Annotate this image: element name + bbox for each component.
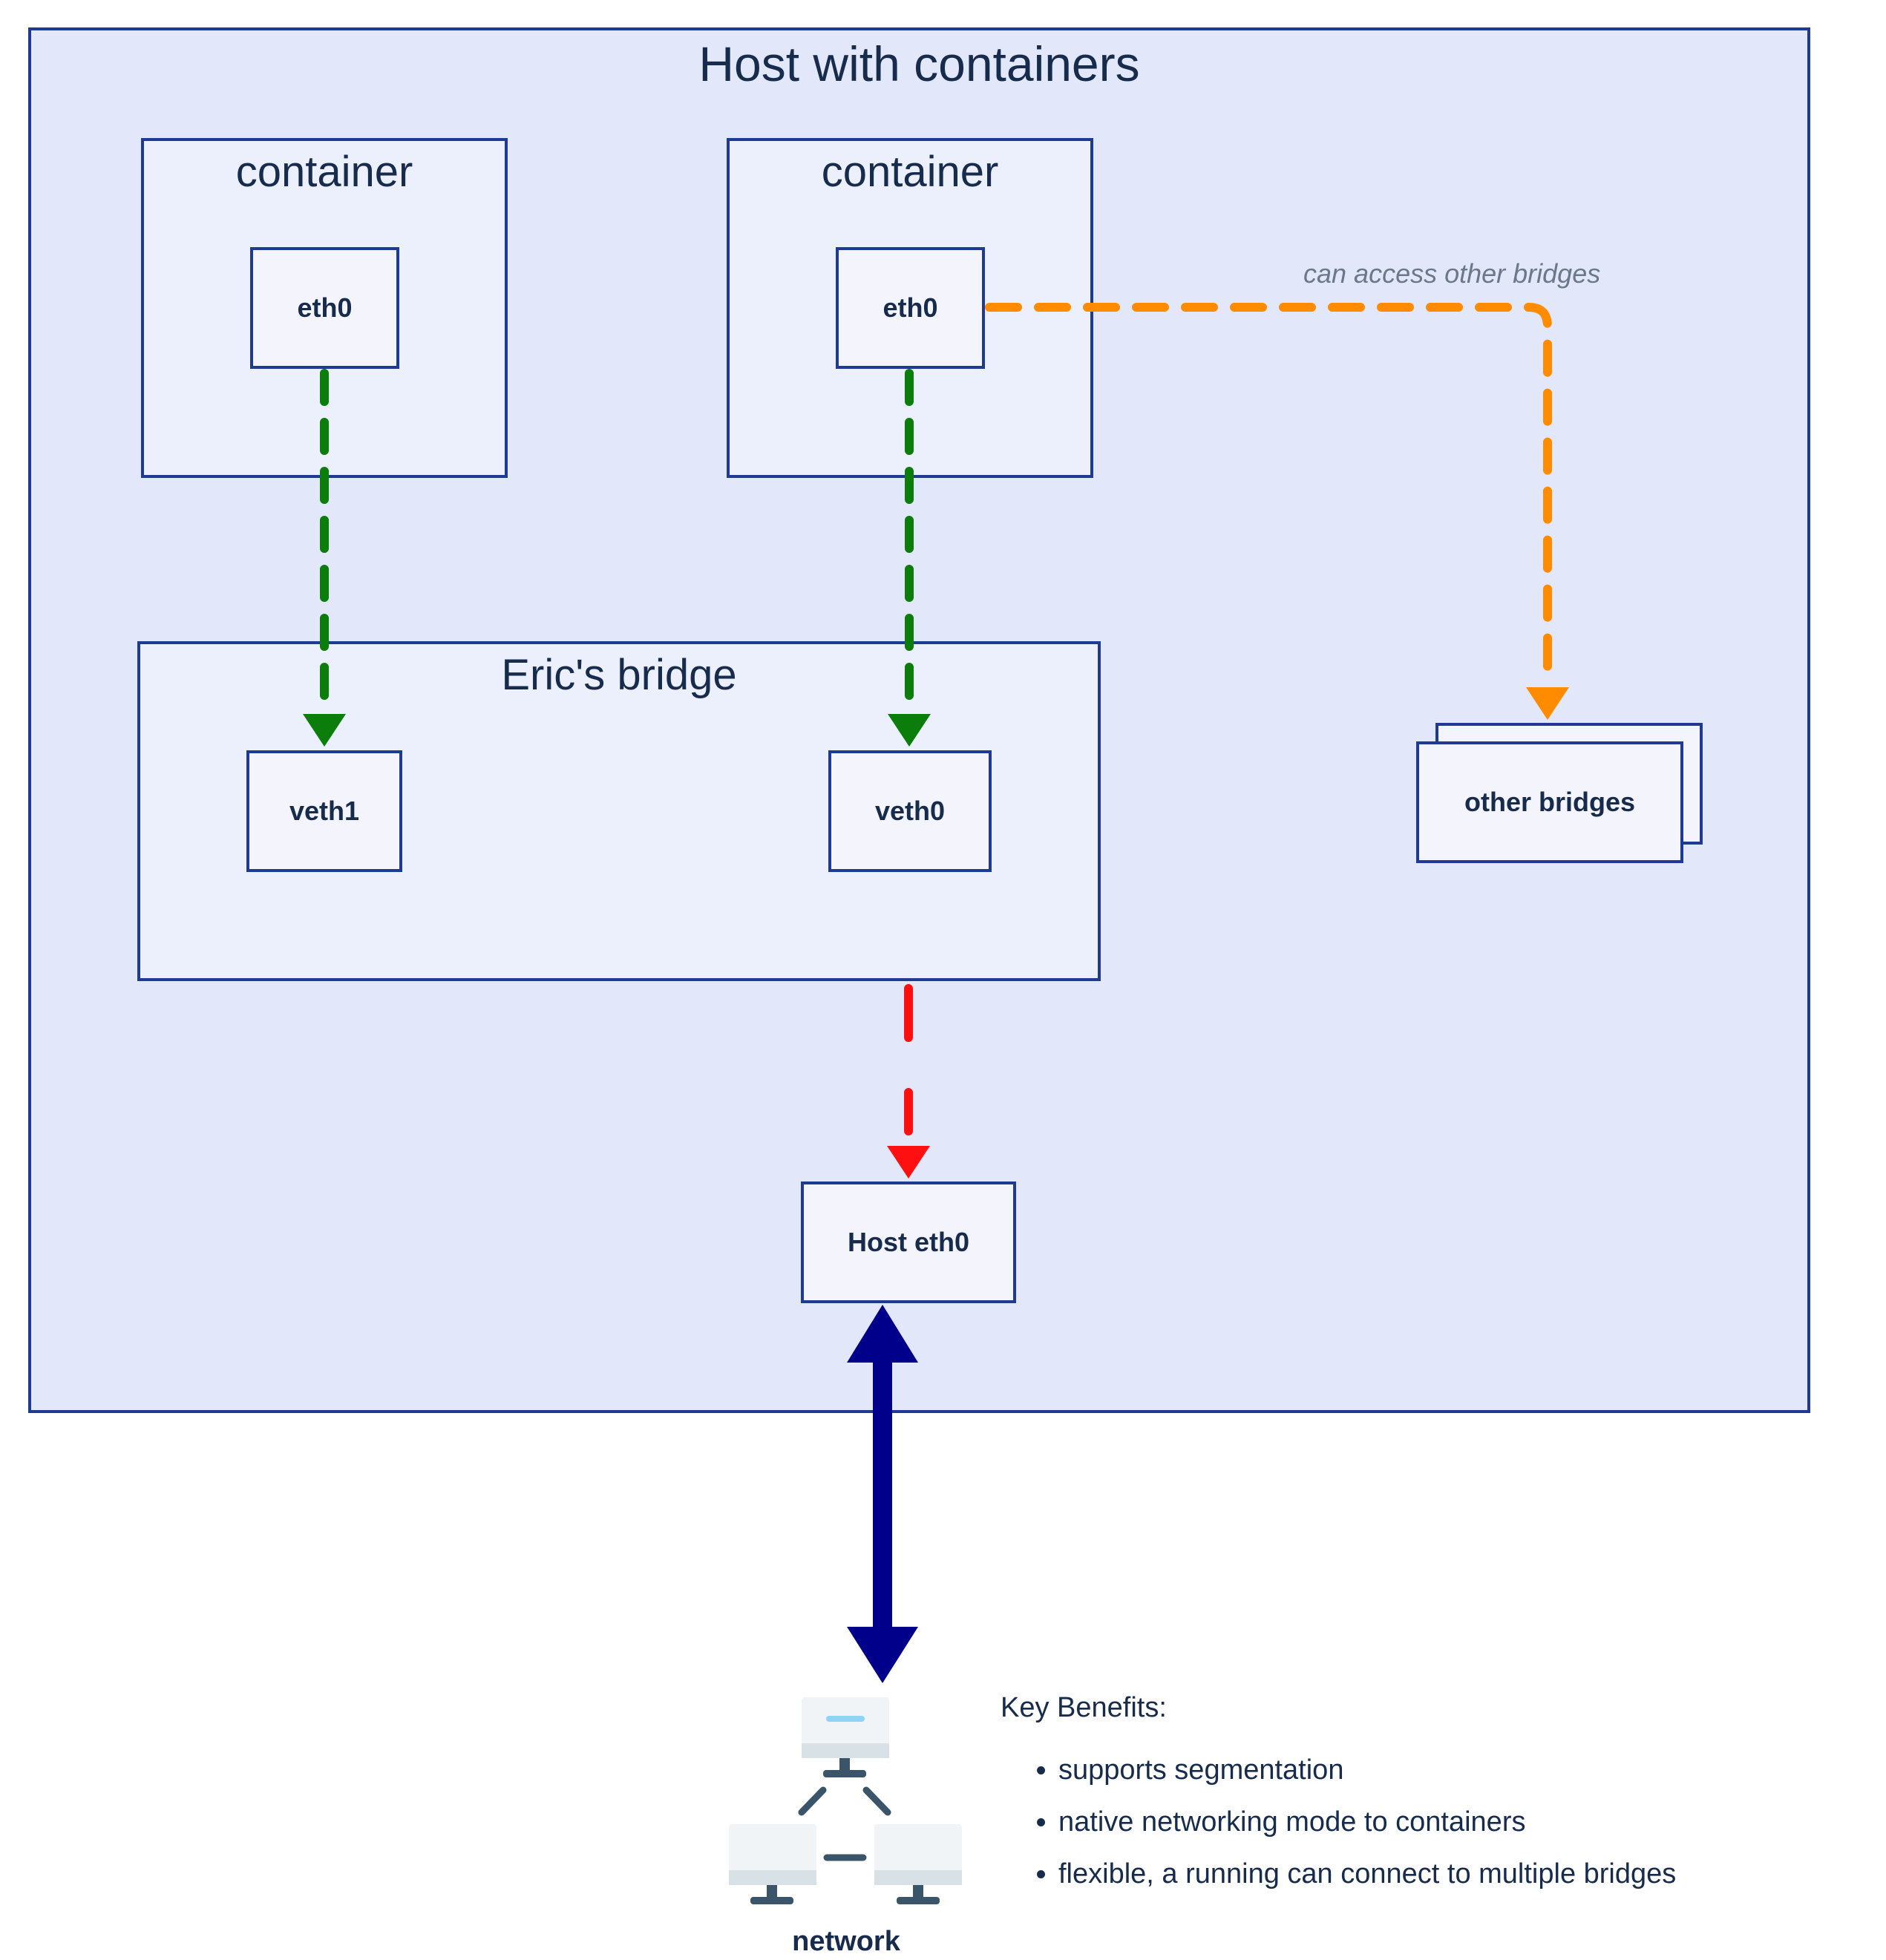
container-2-eth0: eth0: [836, 247, 985, 369]
container-1-title: container: [235, 148, 413, 196]
arrowhead-veth1: [303, 714, 346, 747]
bridge-title: Eric's bridge: [501, 651, 737, 699]
key-benefits-list: supports segmentation native networking …: [1001, 1754, 1676, 1890]
arrowhead-other-bridges: [1526, 687, 1569, 720]
host-title: Host with containers: [698, 36, 1140, 91]
host-eth0: Host eth0: [801, 1181, 1016, 1303]
link-host-network: [873, 1355, 892, 1631]
benefit-item: supports segmentation: [1058, 1754, 1676, 1786]
link-other-bridges: [985, 303, 1552, 677]
bridge-veth0: veth0: [828, 750, 992, 872]
other-bridges-annotation: can access other bridges: [1303, 258, 1601, 289]
container-2-title: container: [821, 148, 999, 196]
arrowhead-veth0: [888, 714, 931, 747]
arrowhead-host-eth0: [887, 1146, 930, 1179]
network-computers-icon: [729, 1697, 962, 1904]
benefit-item: flexible, a running can connect to multi…: [1058, 1858, 1676, 1890]
network-label: network: [792, 1926, 900, 1957]
key-benefits-heading: Key Benefits:: [1001, 1692, 1167, 1723]
benefit-item: native networking mode to containers: [1058, 1806, 1676, 1838]
bridge-veth1: veth1: [246, 750, 402, 872]
arrowhead-down: [847, 1627, 918, 1683]
other-bridges: other bridges: [1416, 741, 1683, 863]
key-benefits: Key Benefits: supports segmentation nati…: [1001, 1692, 1676, 1910]
arrowhead-up: [847, 1305, 918, 1363]
container-1-eth0: eth0: [250, 247, 399, 369]
